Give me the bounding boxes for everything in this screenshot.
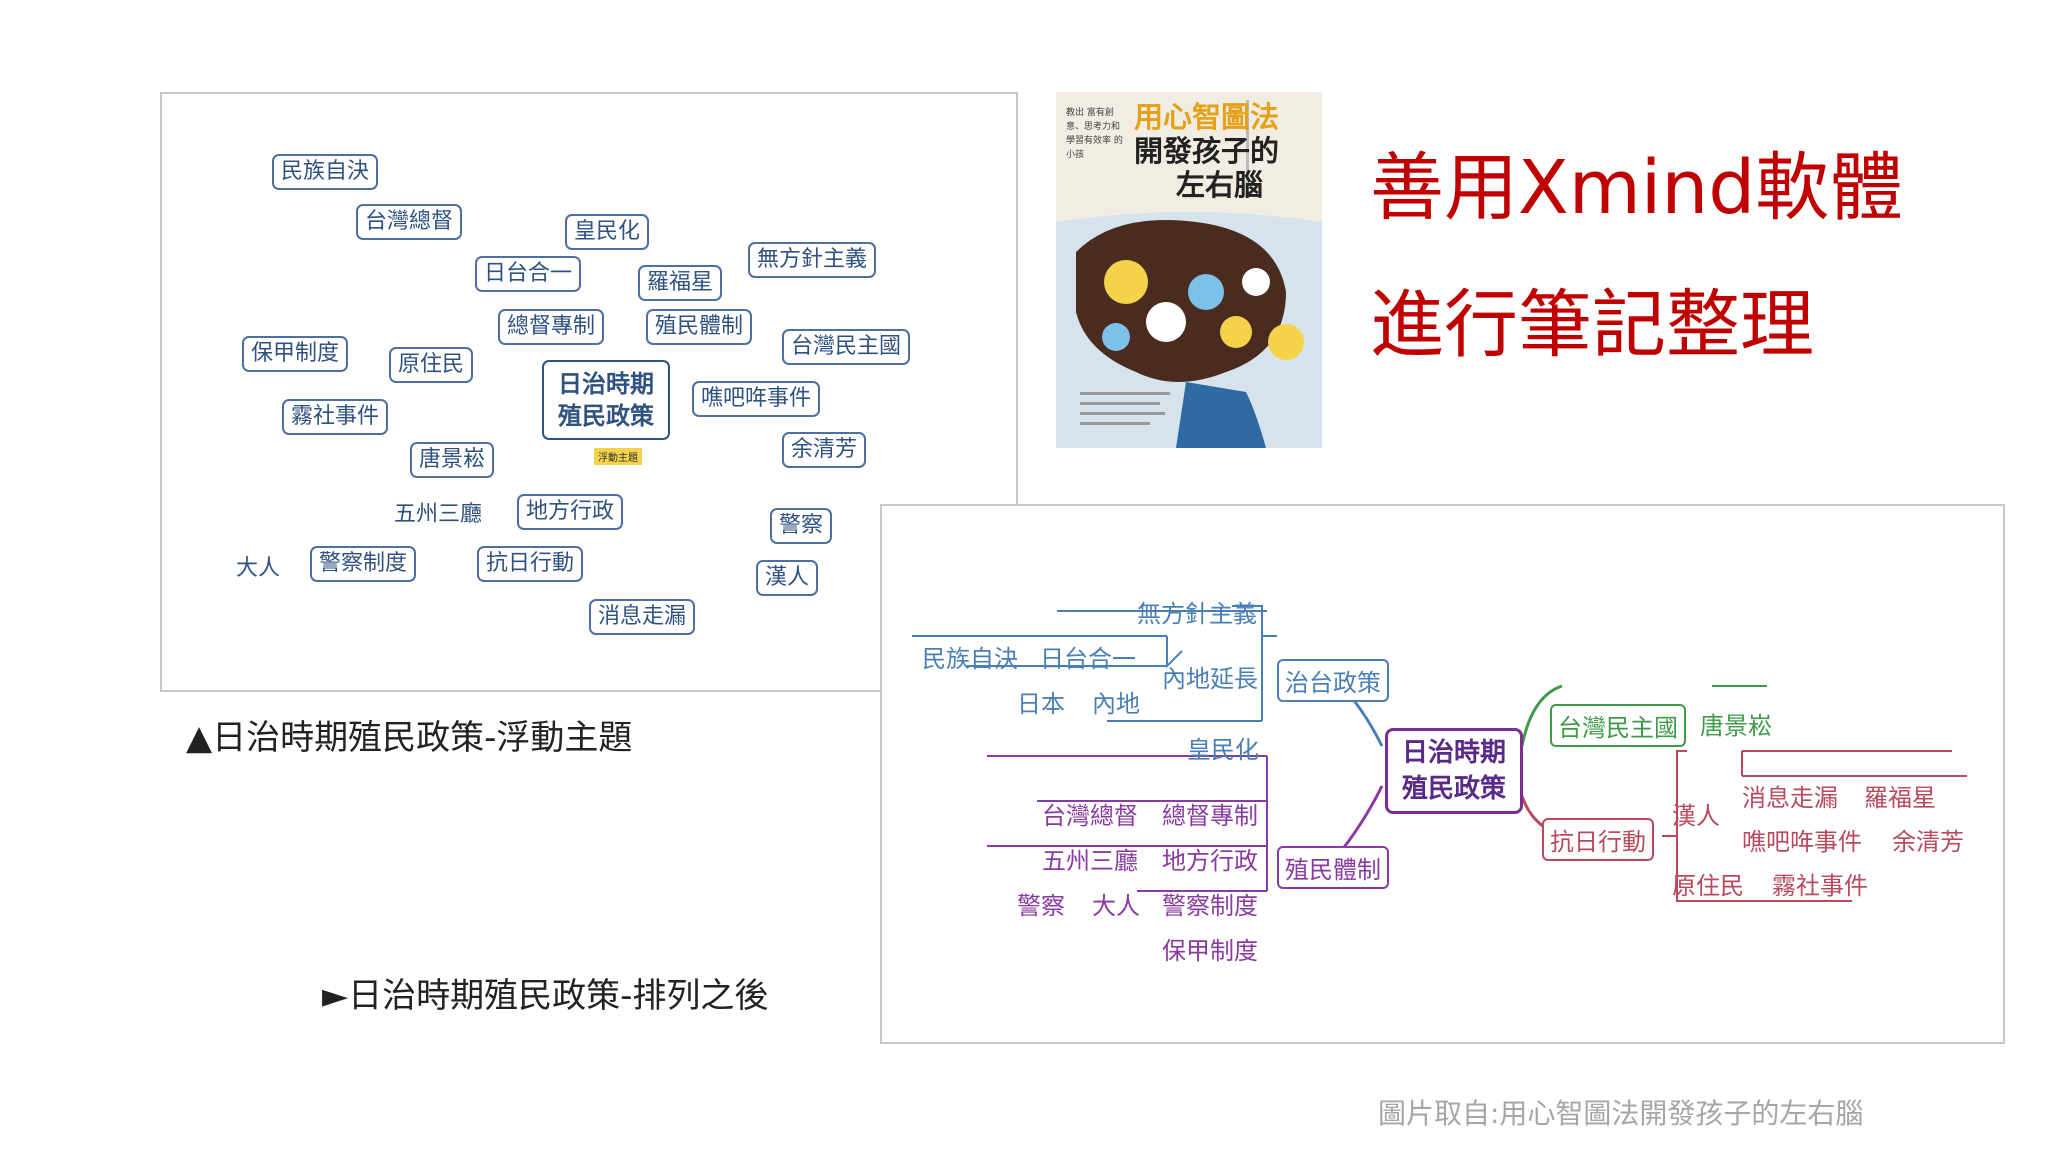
map-item: 皇民化 [1187,736,1259,764]
book-title-line1: 用心智圖法 [1134,100,1280,134]
map-node: 地方行政 [517,494,624,530]
floating-topic-tag: 浮動主題 [594,448,642,465]
map-plain-label: 大人 [236,556,281,581]
map-item: 日台合一 [1040,645,1136,673]
map-node: 殖民體制 [646,309,753,345]
map-node: 唐景崧 [410,442,495,478]
map-item: 民族自決 [922,645,1018,673]
branch-抗日行動: 抗日行動 [1542,818,1654,861]
caption-arranged-map: ►日治時期殖民政策-排列之後 [322,976,769,1016]
map-item: 唐景崧 [1700,712,1772,740]
map-node: 保甲制度 [242,336,349,372]
map-node: 民族自決 [272,154,379,190]
map-item: 無方針主義 [1137,600,1257,628]
map-item: 內地 [1092,690,1140,718]
map-item: 警察 [1017,892,1065,920]
map-item: 日本 [1017,690,1065,718]
map-node: 霧社事件 [282,399,389,435]
branch-殖民體制: 殖民體制 [1277,846,1389,889]
map-node: 日台合一 [475,256,582,292]
map-plain-label: 五州三廳 [394,502,483,527]
map-item: 五州三廳 [1042,847,1138,875]
branch-台灣民主國: 台灣民主國 [1550,704,1686,747]
book-title-line3: 左右腦 [1176,168,1264,202]
map-item: 霧社事件 [1772,872,1868,900]
map-node: 台灣民主國 [782,329,911,365]
map-item: 地方行政 [1162,847,1258,875]
map-node: 警察 [770,508,833,544]
map-node: 余清芳 [782,432,867,468]
map-item: 漢人 [1672,802,1720,830]
book-blurb: 教出 富有創意、思考力和 學習有效率 的小孩 [1066,108,1123,160]
map-node: 原住民 [389,347,474,383]
center-topic: 日治時期 殖民政策 [1385,728,1524,814]
map-node: 噍吧哖事件 [692,381,821,417]
map-item: 余清芳 [1892,828,1964,856]
map-item: 原住民 [1672,872,1744,900]
map-node: 抗日行動 [477,546,584,582]
map-main-topic: 日治時期 殖民政策 [542,360,670,440]
map-node: 皇民化 [565,214,650,250]
map-item: 保甲制度 [1162,937,1258,965]
map-node: 漢人 [756,560,819,596]
map-item: 消息走漏 [1742,784,1838,812]
map-node: 羅福星 [638,265,723,301]
map-item: 羅福星 [1864,784,1936,812]
slide-title-line2: 進行筆記整理 [1370,282,1814,368]
slide-title-line1: 善用Xmind軟體 [1370,145,1904,231]
map-node: 台灣總督 [356,204,463,240]
arranged-mindmap-image: 無方針主義 民族自決 日台合一 內地延長 日本 內地 皇民化 治台政策 台灣總督… [880,504,2005,1044]
map-node: 總督專制 [498,309,605,345]
map-item: 總督專制 [1162,802,1258,830]
map-node: 無方針主義 [748,242,877,278]
map-item: 大人 [1092,892,1140,920]
floating-mindmap-image: 民族自決 台灣總督 皇民化 日台合一 羅福星 無方針主義 總督專制 殖民體制 台… [160,92,1018,692]
book-cover-image: 教出 富有創意、思考力和 學習有效率 的小孩 用心智圖法 開發孩子的 左右腦 [1056,92,1322,448]
map-node: 消息走漏 [589,599,696,635]
branch-治台政策: 治台政策 [1277,659,1389,702]
map-item: 內地延長 [1162,665,1258,693]
map-item: 警察制度 [1162,892,1258,920]
image-credit: 圖片取自:用心智圖法開發孩子的左右腦 [1378,1097,1864,1130]
caption-floating-map: ▲日治時期殖民政策-浮動主題 [186,718,633,758]
map-item: 噍吧哖事件 [1742,828,1862,856]
map-item: 台灣總督 [1042,802,1138,830]
map-node: 警察制度 [310,546,417,582]
book-title-line2: 開發孩子的 [1134,134,1280,168]
